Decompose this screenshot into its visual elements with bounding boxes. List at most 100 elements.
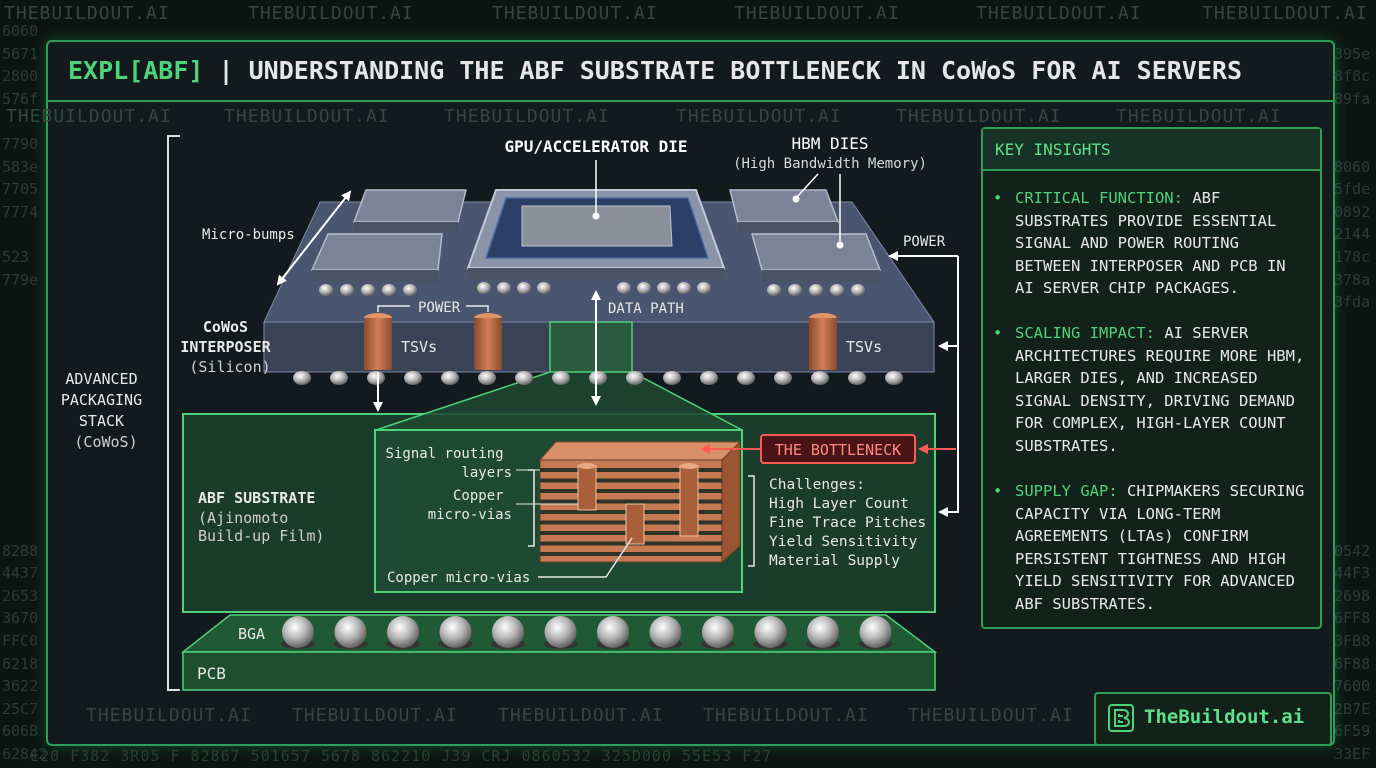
- abf-substrate-label: ABF SUBSTRATE (Ajinomoto Build-up Film): [198, 489, 324, 545]
- watermark: THEBUILDOUT.AI: [896, 106, 1062, 127]
- hbm-dies: [310, 189, 882, 282]
- bottleneck-label: THE BOTTLENECK: [775, 441, 901, 459]
- bump: [497, 282, 511, 294]
- copper-vias-label-a: Copper micro-vias: [428, 488, 512, 523]
- logo-icon: [1108, 704, 1134, 732]
- watermark: THEBUILDOUT.AI: [292, 705, 458, 726]
- bump: [700, 371, 718, 385]
- gpu-micro-bumps: [477, 282, 711, 294]
- bump: [293, 371, 311, 385]
- key-insights-title: KEY INSIGHTS: [995, 140, 1111, 159]
- bga-ball: [543, 616, 578, 649]
- insight-key: SCALING IMPACT:: [1015, 324, 1155, 342]
- key-insights-header: KEY INSIGHTS: [983, 129, 1320, 171]
- title-accent: EXPL[ABF]: [68, 56, 204, 85]
- watermark: THEBUILDOUT.AI: [248, 3, 414, 24]
- bga-ball: [858, 616, 893, 649]
- page-title: EXPL[ABF] | UNDERSTANDING THE ABF SUBSTR…: [68, 56, 1242, 85]
- bga-label: BGA: [238, 625, 265, 643]
- tsv-right: [809, 313, 837, 370]
- bump: [552, 371, 570, 385]
- watermark: THEBUILDOUT.AI: [1202, 3, 1368, 24]
- bump: [697, 282, 711, 294]
- watermark: THEBUILDOUT.AI: [703, 705, 869, 726]
- title-text: | UNDERSTANDING THE ABF SUBSTRATE BOTTLE…: [203, 56, 1243, 85]
- bga-ball: [596, 616, 630, 649]
- bump: [330, 371, 348, 385]
- bump: [404, 371, 422, 385]
- signal-routing-label: Signal routing layers: [386, 446, 512, 481]
- bump: [663, 371, 681, 385]
- insight-item: • SCALING IMPACT: AI SERVER ARCHITECTURE…: [993, 322, 1313, 457]
- header: EXPL[ABF] | UNDERSTANDING THE ABF SUBSTR…: [48, 42, 1333, 102]
- bump: [478, 371, 496, 385]
- stack-label: ADVANCED PACKAGING STACK (CoWoS): [61, 370, 151, 451]
- watermark: THEBUILDOUT.AI: [908, 705, 1074, 726]
- challenges-list: Challenges: High Layer Count Fine Trace …: [769, 477, 935, 569]
- hbm-die: [751, 233, 882, 282]
- copper-vias-label-b: Copper micro-vias: [387, 570, 530, 586]
- bump: [809, 284, 823, 296]
- bump: [367, 371, 385, 385]
- bga-ball: [648, 616, 683, 649]
- bump: [319, 284, 333, 296]
- logo-text: TheBuildout.ai: [1144, 706, 1305, 728]
- zoom-cone: [376, 372, 742, 430]
- hbm-sub-label: (High Bandwidth Memory): [733, 156, 927, 172]
- interposer-bumps: [293, 371, 903, 385]
- insight-key: CRITICAL FUNCTION:: [1015, 189, 1183, 207]
- key-insights-panel: KEY INSIGHTS • CRITICAL FUNCTION: ABF SU…: [981, 127, 1322, 629]
- bump: [403, 284, 417, 296]
- watermark: THEBUILDOUT.AI: [734, 3, 900, 24]
- pcb-label: PCB: [197, 664, 226, 683]
- insight-text: ABF SUBSTRATES PROVIDE ESSENTIAL SIGNAL …: [1015, 189, 1286, 297]
- watermark: THEBUILDOUT.AI: [676, 106, 842, 127]
- watermark: THEBUILDOUT.AI: [444, 106, 610, 127]
- watermark: THEBUILDOUT.AI: [86, 705, 252, 726]
- bottleneck-badge: THE BOTTLENECK: [760, 434, 916, 464]
- watermark: THEBUILDOUT.AI: [4, 3, 170, 24]
- insight-text: CHIPMAKERS SECURING CAPACITY VIA LONG-TE…: [1015, 482, 1305, 613]
- bump: [830, 284, 844, 296]
- bump: [617, 282, 631, 294]
- bump: [537, 282, 551, 294]
- bga-ball: [701, 616, 735, 649]
- hbm-dies-label: HBM DIES: [791, 134, 868, 153]
- bump: [848, 371, 866, 385]
- bullet-icon: •: [993, 324, 1003, 342]
- bump: [361, 284, 375, 296]
- bump: [811, 371, 829, 385]
- bump: [441, 371, 459, 385]
- data-path-label: DATA PATH: [608, 301, 684, 317]
- brand-logo[interactable]: TheBuildout.ai: [1094, 692, 1332, 746]
- interposer-label: CoWoS INTERPOSER (Silicon): [180, 318, 279, 376]
- tsvs-right-label: TSVs: [846, 338, 882, 356]
- zoom-region: [549, 321, 633, 373]
- bump: [774, 371, 792, 385]
- insight-key: SUPPLY GAP:: [1015, 482, 1118, 500]
- bump: [788, 284, 802, 296]
- hex-column-left: 6060 5671 2800 576f 7790 583e 7705 7774 …: [2, 22, 48, 763]
- bga-ball: [438, 616, 473, 649]
- bump: [657, 282, 671, 294]
- insight-item: • SUPPLY GAP: CHIPMAKERS SECURING CAPACI…: [993, 480, 1313, 615]
- watermark: THEBUILDOUT.AI: [1116, 106, 1282, 127]
- gpu-die: [466, 189, 726, 280]
- bga-ball: [753, 616, 788, 649]
- power-mid-label: POWER: [418, 300, 461, 316]
- hbm-micro-bumps: [319, 284, 865, 296]
- bump: [626, 371, 644, 385]
- bottom-hex-row: E20 F382 3R05 F 82867 501657 5678 862210…: [30, 747, 773, 765]
- power-right-label: POWER: [903, 234, 946, 250]
- bump: [340, 284, 354, 296]
- bump: [737, 371, 755, 385]
- bga-ball: [806, 616, 840, 649]
- bump: [767, 284, 781, 296]
- insight-item: • CRITICAL FUNCTION: ABF SUBSTRATES PROV…: [993, 187, 1313, 300]
- bump: [382, 284, 396, 296]
- bullet-icon: •: [993, 189, 1003, 207]
- hbm-die: [352, 189, 467, 232]
- hbm-die: [729, 189, 840, 232]
- bga-balls: [281, 616, 893, 649]
